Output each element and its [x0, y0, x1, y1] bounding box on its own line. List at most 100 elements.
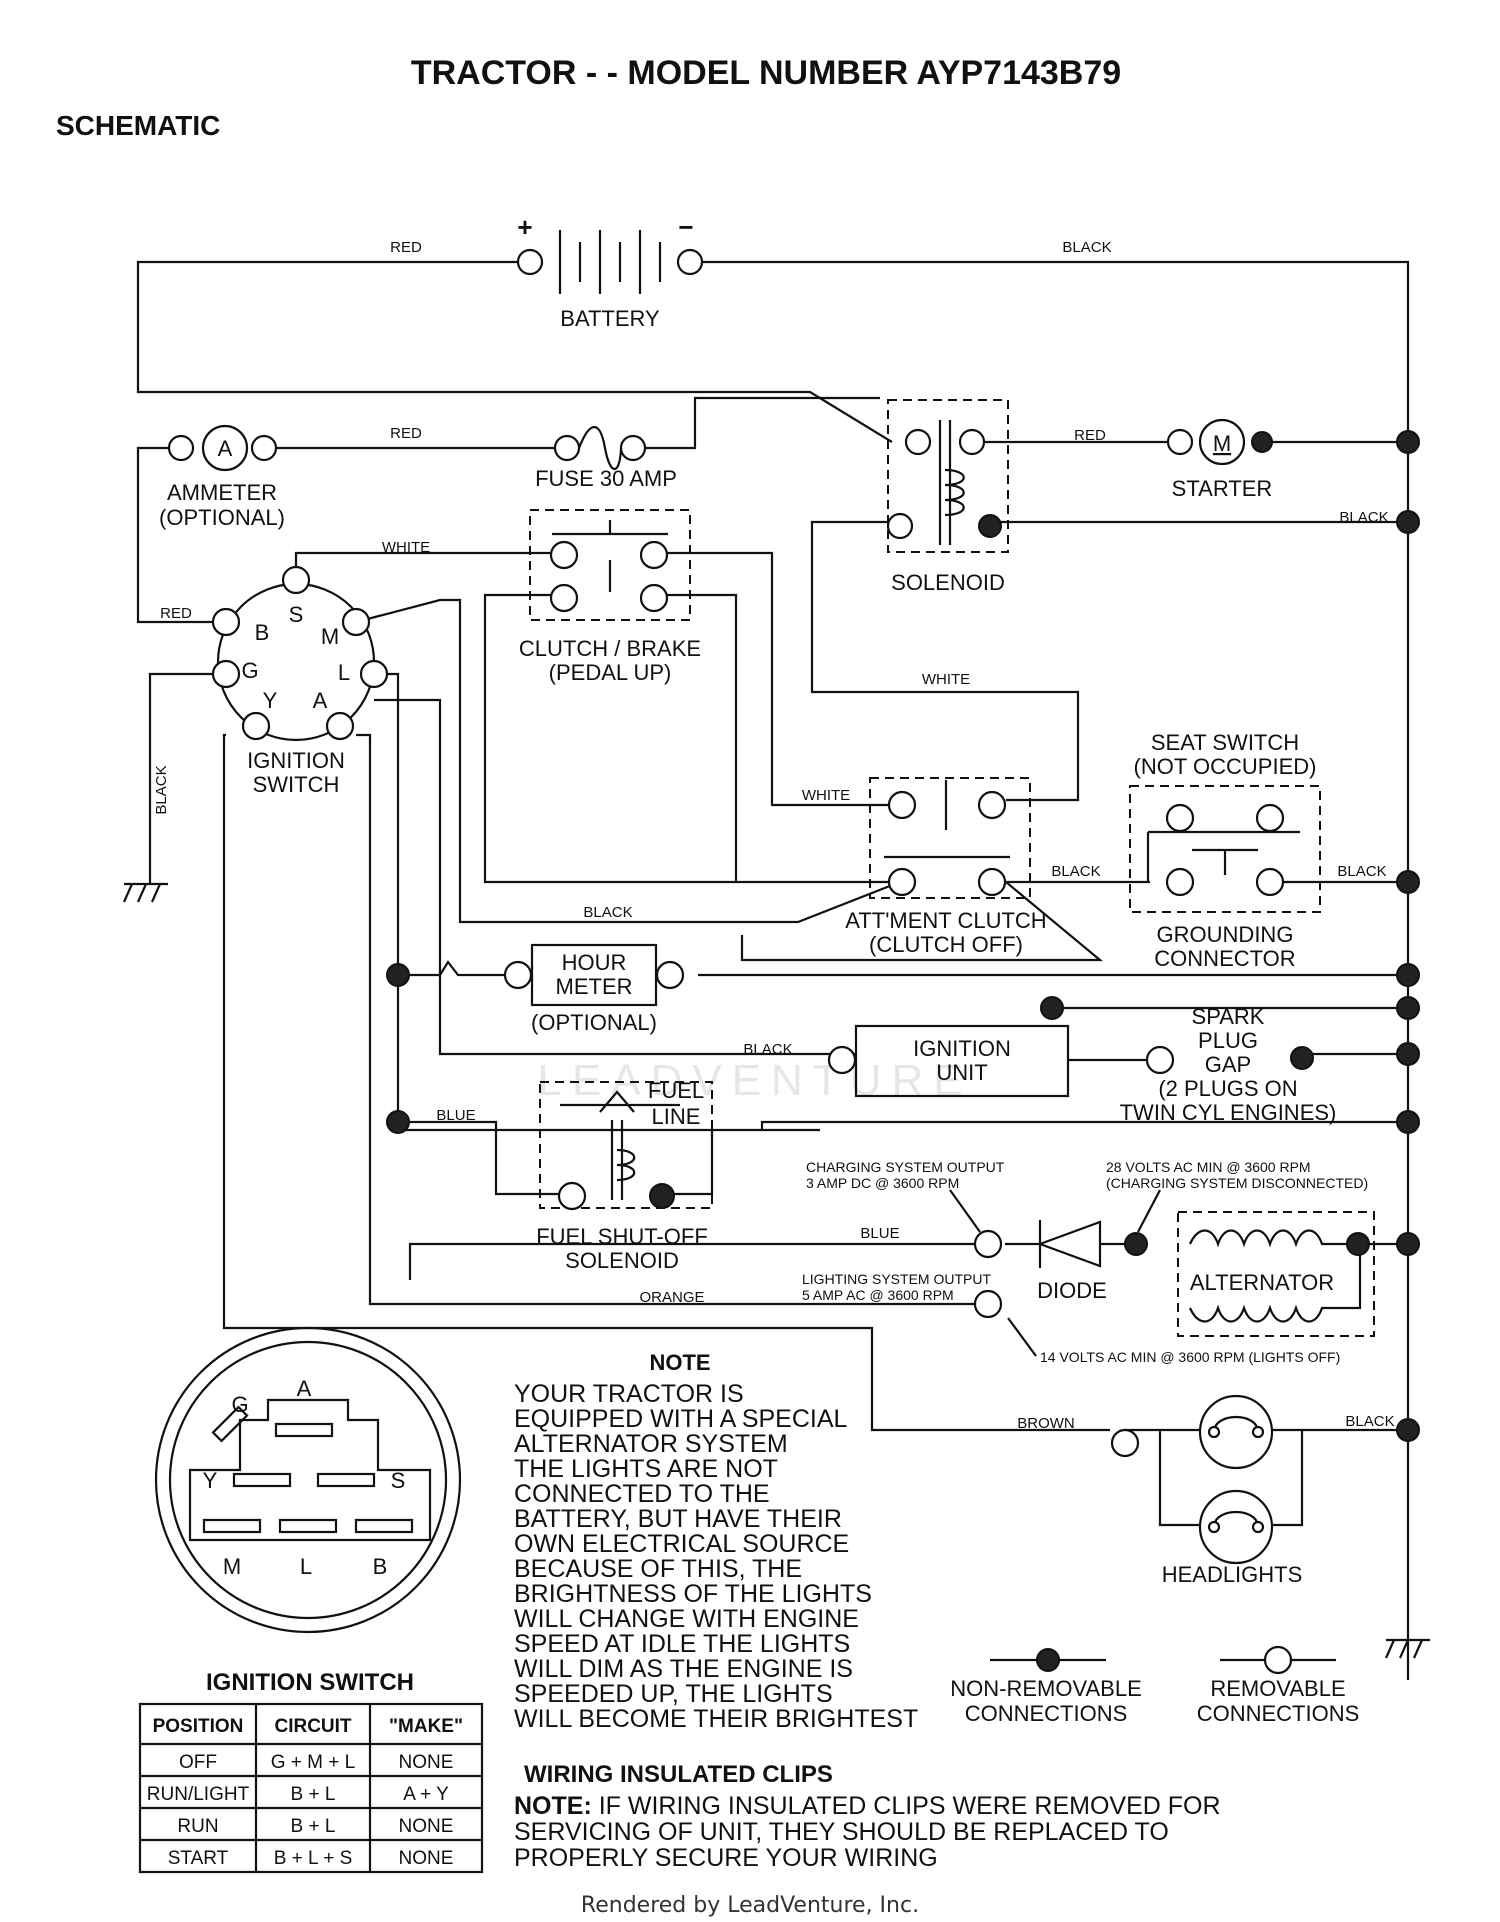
spark-line-5: TWIN CYL ENGINES) — [1120, 1100, 1337, 1125]
ignition-unit-sublabel: UNIT — [936, 1060, 987, 1085]
volts28-sublabel: (CHARGING SYSTEM DISCONNECTED) — [1106, 1175, 1368, 1191]
ground-symbol-left — [122, 860, 168, 903]
note-line-5: CONNECTED TO THE — [514, 1480, 770, 1508]
battery-label: BATTERY — [560, 306, 660, 331]
clips-line-3: PROPERLY SECURE YOUR WIRING — [514, 1844, 938, 1872]
ammeter-optional: (OPTIONAL) — [159, 505, 285, 530]
attment-clutch-label: ATT'MENT CLUTCH — [845, 908, 1046, 933]
wire-label-orange: ORANGE — [639, 1289, 704, 1306]
wire-label-black-ground: BLACK — [153, 765, 170, 814]
seat-switch: SEAT SWITCH (NOT OCCUPIED) GROUNDING CON… — [1129, 730, 1321, 971]
wire-label-brown: BROWN — [1017, 1415, 1075, 1432]
starter-solenoid: SOLENOID — [886, 399, 1009, 595]
plug-letter-m: M — [223, 1554, 241, 1579]
table-cell: A + Y — [403, 1784, 449, 1805]
ignition-switch-table: IGNITION SWITCH POSITION CIRCUIT "MAKE" … — [138, 1669, 484, 1874]
table-header-circuit: CIRCUIT — [274, 1716, 351, 1737]
non-removable-symbol — [1036, 1648, 1060, 1672]
watermark: LEADVENTURE — [537, 1056, 972, 1105]
clips-line-1: NOTE: IF WIRING INSULATED CLIPS WERE REM… — [514, 1792, 1221, 1820]
seat-switch-sublabel: (NOT OCCUPIED) — [1134, 754, 1317, 779]
wiring-clips-note: WIRING INSULATED CLIPS NOTE: IF WIRING I… — [514, 1761, 1221, 1872]
wire-label-black-m: BLACK — [583, 904, 632, 921]
wire-label-red-top: RED — [390, 239, 422, 256]
seat-switch-label: SEAT SWITCH — [1151, 730, 1299, 755]
spark-line-4: (2 PLUGS ON — [1158, 1076, 1297, 1101]
battery-negative: − — [678, 212, 693, 242]
wire-label-black-attment: BLACK — [1051, 863, 1100, 880]
starter-motor: M STARTER — [1166, 418, 1273, 501]
starter-symbol: M — [1213, 431, 1231, 456]
plug-letter-y: Y — [203, 1468, 218, 1493]
ground-symbol-right — [1384, 1638, 1430, 1659]
wire-label-red-ammeter: RED — [390, 425, 422, 442]
ignition-switch-plug: G A Y S M L B — [154, 1326, 462, 1634]
wire-label-black-headlights: BLACK — [1345, 1413, 1394, 1430]
clutch-brake-label: CLUTCH / BRAKE — [519, 636, 701, 661]
plug-letter-g: G — [231, 1392, 248, 1417]
charging-output-terminal — [973, 1229, 1003, 1259]
plug-letter-l: L — [300, 1554, 312, 1579]
table-cell: NONE — [399, 1816, 454, 1837]
note-line-13: SPEEDED UP, THE LIGHTS — [514, 1680, 833, 1708]
battery: + − BATTERY — [516, 212, 704, 331]
fuel-solenoid-label: FUEL SHUT-OFF — [536, 1224, 708, 1249]
table-cell: RUN/LIGHT — [147, 1784, 250, 1805]
solenoid-label: SOLENOID — [891, 570, 1005, 595]
terminal-m: M — [321, 624, 339, 649]
grounding-connector-sublabel: CONNECTOR — [1154, 946, 1295, 971]
table-cell: NONE — [399, 1752, 454, 1773]
table-cell: B + L + S — [274, 1848, 353, 1869]
clips-note-label: NOTE: — [514, 1792, 592, 1820]
ammeter: A AMMETER (OPTIONAL) — [159, 424, 285, 530]
alternator-label: ALTERNATOR — [1190, 1270, 1334, 1295]
plug-letter-a: A — [297, 1376, 312, 1401]
legend-non-removable-sub: CONNECTIONS — [965, 1701, 1128, 1726]
attment-clutch-sublabel: (CLUTCH OFF) — [869, 932, 1023, 957]
charging-output-sublabel: 3 AMP DC @ 3600 RPM — [806, 1175, 959, 1191]
table-cell: OFF — [179, 1752, 217, 1773]
note-line-4: THE LIGHTS ARE NOT — [514, 1455, 778, 1483]
lighting-output-label: LIGHTING SYSTEM OUTPUT — [802, 1271, 991, 1287]
note-line-9: BRIGHTNESS OF THE LIGHTS — [514, 1580, 872, 1608]
wire-label-black-solenoid: BLACK — [1339, 509, 1388, 526]
lighting-output-terminal — [973, 1289, 1003, 1319]
table-header-position: POSITION — [153, 1716, 244, 1737]
junction-dots — [386, 430, 1420, 1442]
wire-label-black-seat: BLACK — [1337, 863, 1386, 880]
lighting-output-sublabel: 5 AMP AC @ 3600 RPM — [802, 1287, 954, 1303]
headlights-label: HEADLIGHTS — [1162, 1562, 1303, 1587]
volts14-label: 14 VOLTS AC MIN @ 3600 RPM (LIGHTS OFF) — [1040, 1349, 1340, 1365]
table-header-make: "MAKE" — [389, 1716, 463, 1737]
ignition-switch-label: IGNITION — [247, 748, 345, 773]
ammeter-label: AMMETER — [167, 480, 277, 505]
wire-label-black-ignition-unit: BLACK — [743, 1041, 792, 1058]
wire-label-blue-charging: BLUE — [860, 1225, 899, 1242]
clutch-brake-switch: CLUTCH / BRAKE (PEDAL UP) — [519, 509, 701, 685]
grounding-connector-label: GROUNDING — [1157, 922, 1294, 947]
fuel-solenoid-sublabel: SOLENOID — [565, 1248, 679, 1273]
terminal-s: S — [289, 602, 304, 627]
clips-line-2: SERVICING OF UNIT, THEY SHOULD BE REPLAC… — [514, 1818, 1169, 1846]
wire-label-white-s: WHITE — [382, 539, 430, 556]
hour-meter-optional: (OPTIONAL) — [531, 1010, 657, 1035]
fuel-line-sublabel: LINE — [652, 1104, 701, 1129]
note-line-6: BATTERY, BUT HAVE THEIR — [514, 1505, 842, 1533]
battery-positive: + — [517, 212, 532, 242]
hour-meter-sublabel: METER — [556, 974, 633, 999]
spark-line-1: SPARK — [1192, 1004, 1265, 1029]
hour-meter: HOUR METER (OPTIONAL) — [503, 943, 685, 1035]
note-line-11: SPEED AT IDLE THE LIGHTS — [514, 1630, 850, 1658]
wires — [136, 260, 1410, 1680]
note-line-8: BECAUSE OF THIS, THE — [514, 1555, 802, 1583]
volts28-label: 28 VOLTS AC MIN @ 3600 RPM — [1106, 1159, 1311, 1175]
note-line-7: OWN ELECTRICAL SOURCE — [514, 1530, 849, 1558]
wire-label-red-b: RED — [160, 605, 192, 622]
note-block: NOTE YOUR TRACTOR IS EQUIPPED WITH A SPE… — [514, 1350, 918, 1733]
starter-label: STARTER — [1172, 476, 1273, 501]
table-cell: START — [168, 1848, 229, 1869]
attachment-clutch-switch: ATT'MENT CLUTCH (CLUTCH OFF) — [845, 777, 1047, 957]
plug-letter-s: S — [391, 1468, 406, 1493]
clutch-brake-sublabel: (PEDAL UP) — [549, 660, 672, 685]
